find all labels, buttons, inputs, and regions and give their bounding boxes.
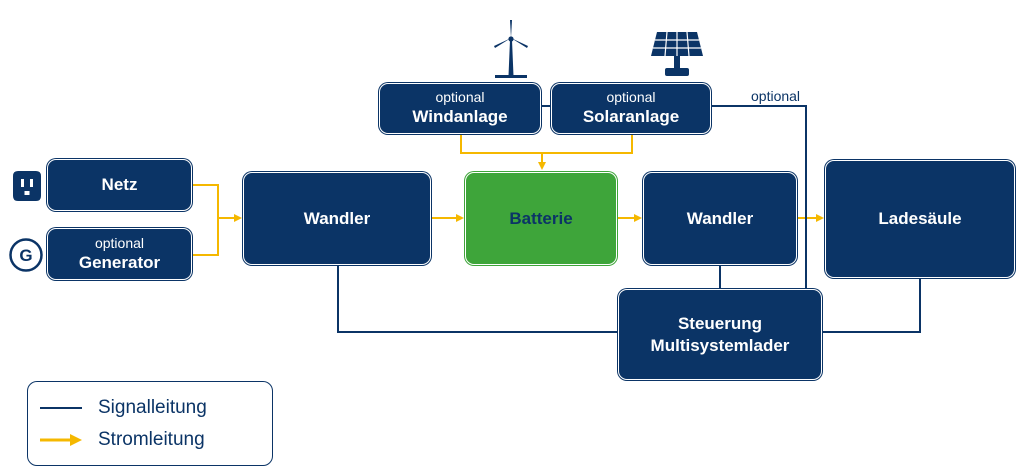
steuerung-label-line2: Multisystemlader xyxy=(650,335,790,355)
windanlage-optional-label: optional xyxy=(435,89,485,105)
legend-signal-label: Signalleitung xyxy=(98,397,207,418)
batterie-label: Batterie xyxy=(509,208,573,228)
legend-signal-row: Signalleitung xyxy=(38,395,207,421)
windanlage-box: optional Windanlage xyxy=(379,83,541,134)
generator-icon: G xyxy=(9,238,43,272)
signal-optional-label: optional xyxy=(751,88,801,104)
generator-box: optional Generator xyxy=(47,228,192,280)
solaranlage-box: optional Solaranlage xyxy=(551,83,711,134)
netz-label: Netz xyxy=(101,175,138,194)
ladesaeule-box: Ladesäule xyxy=(825,160,1015,278)
legend-strom-label: Stromleitung xyxy=(98,429,205,450)
generator-optional-label: optional xyxy=(94,234,145,251)
legend-signal-line-icon xyxy=(40,407,82,409)
legend-strom-arrow-icon xyxy=(40,434,82,446)
legend: Signalleitung Stromleitung xyxy=(27,381,273,466)
legend-strom-row: Stromleitung xyxy=(38,427,205,453)
generator-label: Generator xyxy=(78,252,161,272)
batterie-box: Batterie xyxy=(465,172,617,265)
outlet-icon xyxy=(13,171,41,201)
power-lines xyxy=(192,134,824,256)
steuerung-label-line1: Steuerung xyxy=(677,313,763,333)
signal-line-wandler-left xyxy=(337,265,618,333)
power-line-wind-solar xyxy=(460,134,633,154)
solaranlage-label: Solaranlage xyxy=(582,107,680,126)
wandler-right-box: Wandler xyxy=(643,172,797,265)
signal-lines xyxy=(337,105,921,333)
windanlage-label: Windanlage xyxy=(412,107,508,126)
signal-line-ladesaeule xyxy=(822,278,921,333)
solaranlage-optional-label: optional xyxy=(606,89,656,105)
solar-panel-icon xyxy=(651,31,703,76)
generator-icon-letter: G xyxy=(19,246,32,265)
wandler-left-box: Wandler xyxy=(243,172,431,265)
wandler-left-label: Wandler xyxy=(303,208,371,228)
wind-turbine-icon xyxy=(494,20,528,78)
power-line-netz-generator-to-wandler xyxy=(192,184,219,256)
netz-box: Netz xyxy=(47,159,192,211)
signal-line-optional xyxy=(710,105,807,289)
ladesaeule-label: Ladesäule xyxy=(878,209,962,228)
steuerung-box: Steuerung Multisystemlader xyxy=(618,289,822,380)
wandler-right-label: Wandler xyxy=(686,208,754,228)
